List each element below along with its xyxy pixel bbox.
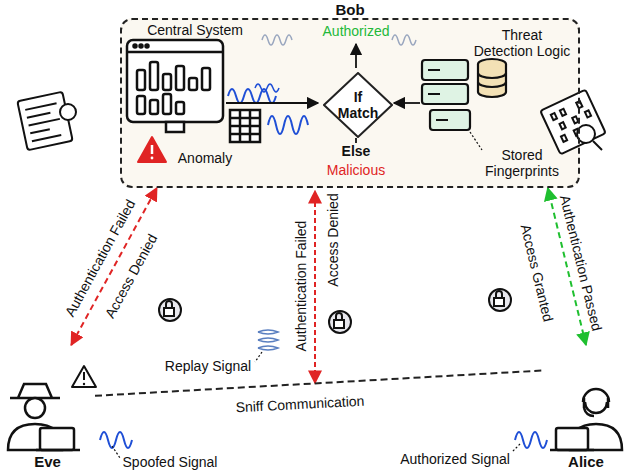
annotation-label: Authentication Failed — [293, 221, 309, 352]
annotation-label: Stored Fingerprints — [477, 147, 567, 179]
annotation-label: Authorized Signal — [400, 451, 510, 467]
annotation-label: Replay Signal — [165, 358, 251, 374]
annotation-label: Threat Detection Logic — [472, 27, 572, 59]
node-text: Alice — [568, 453, 604, 470]
annotation-label: Malicious — [327, 162, 385, 178]
annotation-label: Authorized — [323, 23, 390, 39]
attacker-node: Eve — [0, 345, 95, 472]
annotation-label: Access Denied — [325, 193, 341, 286]
document-icon — [17, 92, 76, 150]
annotation-label: Authentication Failed — [62, 197, 139, 319]
edge-label: Sniff Communication — [233, 392, 367, 415]
annotation-label: Authentication Passed — [557, 193, 605, 332]
server-icon — [422, 59, 506, 130]
node-text: Bob — [335, 1, 364, 18]
annotation-label: Else — [342, 143, 371, 159]
annotation-label: Spoofed Signal — [123, 454, 218, 470]
node-text: If Match — [332, 89, 384, 121]
annotation-label: Central System — [147, 22, 243, 38]
annotation-label: Access Granted — [517, 223, 556, 324]
lock-icon — [159, 289, 511, 333]
monitor-icon — [127, 40, 260, 142]
connector — [95, 370, 545, 395]
node-text: Eve — [34, 453, 61, 470]
decision-diamond: If Match — [323, 72, 393, 138]
annotation-label: Anomaly — [178, 150, 232, 166]
binary-document-icon — [540, 90, 606, 155]
eve-figure — [8, 384, 80, 450]
user-node: Alice — [545, 345, 627, 472]
alice-figure — [550, 389, 622, 450]
